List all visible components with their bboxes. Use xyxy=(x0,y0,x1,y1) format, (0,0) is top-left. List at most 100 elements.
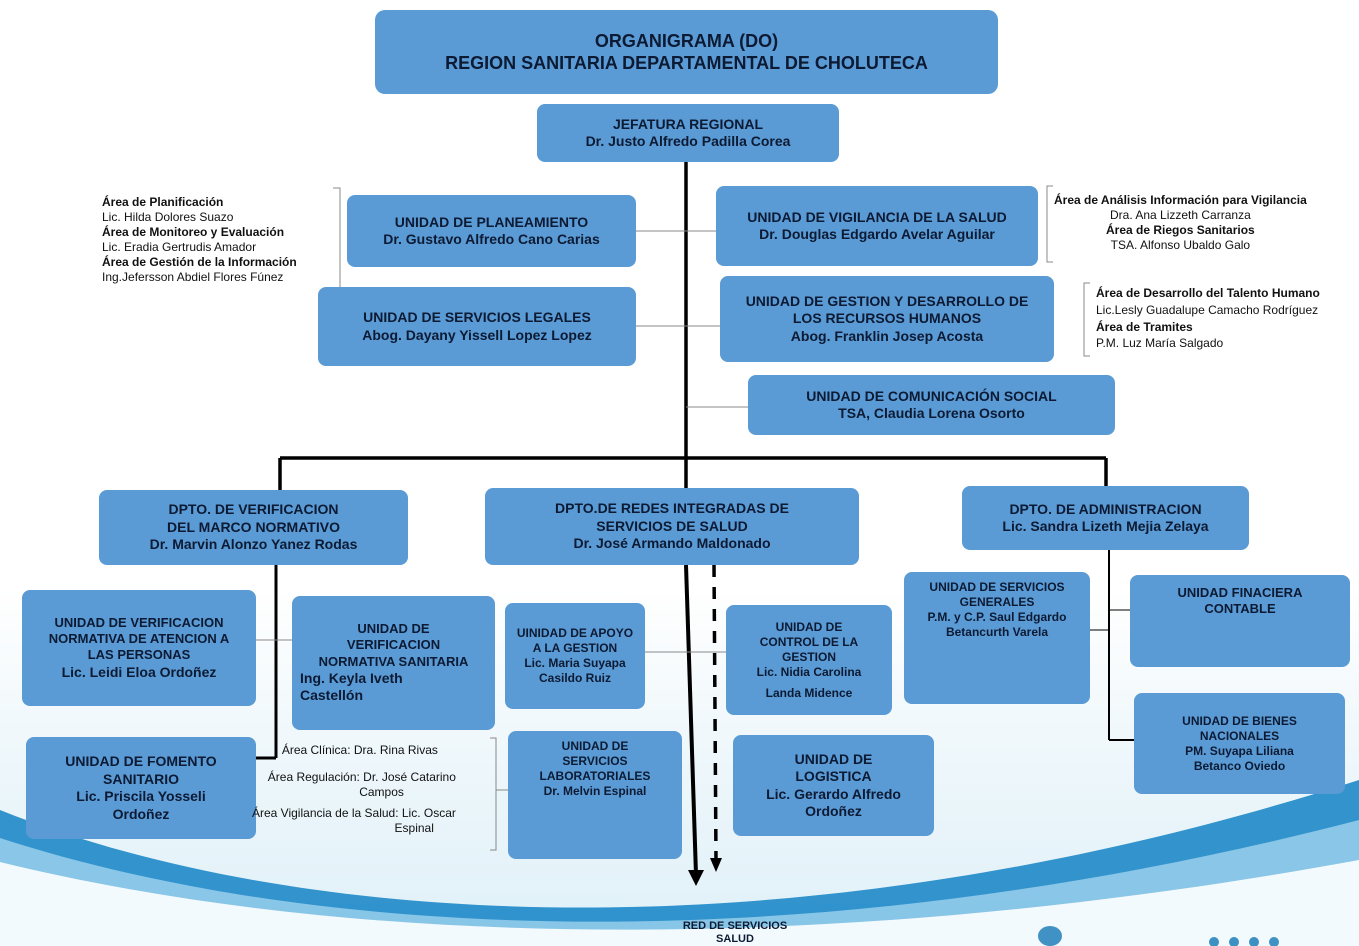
u-generales-head2: Betancurth Varela xyxy=(945,625,1049,639)
unidad-apoyo-gestion-box: UINIDAD DE APOYO A LA GESTION Lic. Maria… xyxy=(505,603,645,709)
u-lab-l2: SERVICIOS xyxy=(562,754,628,768)
u-apoyo-l1: UINIDAD DE APOYO xyxy=(516,626,634,640)
unidad-logistica-box: UNIDAD DE LOGISTICA Lic. Gerardo Alfredo… xyxy=(733,735,934,836)
area-person: Lic.Lesly Guadalupe Camacho Rodríguez xyxy=(1096,302,1319,317)
laboratorio-areas: Área Clínica: Dra. Rina Rivas Área Regul… xyxy=(252,743,456,836)
jefatura-name: JEFATURA REGIONAL xyxy=(612,115,764,132)
lab-area: Campos xyxy=(359,785,404,799)
dpto-verificacion-line1: DPTO. DE VERIFICACION xyxy=(168,501,339,518)
legales-name: UNIDAD DE SERVICIOS LEGALES xyxy=(363,309,591,325)
area-person: Lic. Hilda Dolores Suazo xyxy=(102,210,234,224)
u-control-l3: GESTION xyxy=(781,649,836,664)
unidad-servicios-generales-box: UNIDAD DE SERVICIOS GENERALES P.M. y C.P… xyxy=(904,572,1090,704)
dpto-verificacion-box: DPTO. DE VERIFICACION DEL MARCO NORMATIV… xyxy=(99,490,408,565)
area-label: Área de Tramites xyxy=(1096,319,1193,334)
unidad-servicios-legales-box: UNIDAD DE SERVICIOS LEGALES Abog. Dayany… xyxy=(318,287,636,366)
u-fomento-l1: UNIDAD DE FOMENTO xyxy=(65,753,217,769)
area-label: Área de Desarrollo del Talento Humano xyxy=(1096,286,1320,300)
u-generales-l1: UNIDAD DE SERVICIOS xyxy=(929,580,1065,594)
u-generales-head1: P.M. y C.P. Saul Edgardo xyxy=(927,610,1067,624)
area-label: Área de Gestión de la Información xyxy=(102,255,297,269)
area-label: Área de Riegos Sanitarios xyxy=(1106,223,1255,237)
unidad-recursos-humanos-box: UNIDAD DE GESTION Y DESARROLLO DE LOS RE… xyxy=(720,276,1054,362)
area-person: Dra. Ana Lizzeth Carranza xyxy=(1110,208,1251,222)
title-line1: ORGANIGRAMA (DO) xyxy=(594,30,779,51)
u-atencion-l1: UNIDAD DE VERIFICACION xyxy=(54,614,224,630)
unidad-bienes-nacionales-box: UNIDAD DE BIENES NACIONALES PM. Suyapa L… xyxy=(1134,693,1345,794)
unidad-financiera-box: UNIDAD FINACIERA CONTABLE xyxy=(1130,575,1350,667)
u-atencion-head: Lic. Leidi Eloa Ordoñez xyxy=(61,663,217,680)
u-atencion-l2: NORMATIVA DE ATENCION A xyxy=(48,631,230,647)
vigilancia-areas: Área de Análisis Información para Vigila… xyxy=(1054,193,1307,253)
lab-area: Área Vigilancia de la Salud: Lic. Oscar xyxy=(252,806,456,820)
u-fomento-head2: Ordoñez xyxy=(112,805,170,822)
u-logistica-l1: UNIDAD DE xyxy=(794,750,873,767)
jefatura-regional-box: JEFATURA REGIONAL Dr. Justo Alfredo Padi… xyxy=(537,104,839,162)
unidad-verificacion-atencion-box: UNIDAD DE VERIFICACION NORMATIVA DE ATEN… xyxy=(22,590,256,706)
comunicacion-name: UNIDAD DE COMUNICACIÓN SOCIAL xyxy=(806,387,1057,404)
dpto-verificacion-head: Dr. Marvin Alonzo Yanez Rodas xyxy=(149,536,358,553)
u-sanitaria-l1: UNIDAD DE xyxy=(357,621,430,637)
u-lab-l1: UNIDAD DE xyxy=(561,739,629,753)
u-financiera-l2: CONTABLE xyxy=(1204,601,1276,617)
u-apoyo-head2: Casildo Ruiz xyxy=(538,671,611,685)
area-person: P.M. Luz María Salgado xyxy=(1096,336,1224,351)
planeamiento-name: UNIDAD DE PLANEAMIENTO xyxy=(394,213,589,230)
u-logistica-l2: LOGISTICA xyxy=(795,768,872,784)
area-person: TSA. Alfonso Ubaldo Galo xyxy=(1110,238,1251,252)
lab-area: Espinal xyxy=(394,821,434,835)
unidad-fomento-sanitario-box: UNIDAD DE FOMENTO SANITARIO Lic. Priscil… xyxy=(26,737,256,839)
u-fomento-head1: Lic. Priscila Yosseli xyxy=(76,788,206,804)
u-control-l1: UNIDAD DE xyxy=(775,619,843,634)
dpto-admin-head: Lic. Sandra Lizeth Mejia Zelaya xyxy=(1002,518,1209,534)
unidad-control-gestion-box: UNIDAD DE CONTROL DE LA GESTION Lic. Nid… xyxy=(726,605,892,715)
jefatura-head: Dr. Justo Alfredo Padilla Corea xyxy=(585,133,791,149)
u-atencion-l3: LAS PERSONAS xyxy=(87,647,191,663)
u-control-l2: CONTROL DE LA xyxy=(759,634,859,649)
area-person: Lic. Eradia Gertrudis Amador xyxy=(102,240,257,254)
u-bienes-head1: PM. Suyapa Liliana xyxy=(1185,743,1294,758)
u-apoyo-head1: Lic. Maria Suyapa xyxy=(524,656,626,670)
rrhh-name-1: UNIDAD DE GESTION Y DESARROLLO DE xyxy=(745,292,1029,309)
area-label: Área de Monitoreo y Evaluación xyxy=(102,225,285,239)
u-control-head1: Lic. Nidia Carolina xyxy=(756,664,862,679)
title-box: ORGANIGRAMA (DO) REGION SANITARIA DEPART… xyxy=(375,10,998,94)
planeamiento-head: Dr. Gustavo Alfredo Cano Carias xyxy=(383,231,600,247)
u-fomento-l2: SANITARIO xyxy=(103,770,179,787)
dpto-redes-line2: SERVICIOS DE SALUD xyxy=(596,517,748,534)
unidad-planeamiento-box: UNIDAD DE PLANEAMIENTO Dr. Gustavo Alfre… xyxy=(347,195,636,267)
comunicacion-head: TSA, Claudia Lorena Osorto xyxy=(838,405,1025,421)
u-lab-l3: LABORATORIALES xyxy=(539,769,651,783)
footer-line2: SALUD xyxy=(716,933,754,946)
dpto-redes-head: Dr. José Armando Maldonado xyxy=(573,535,771,552)
u-control-head2: Landa Midence xyxy=(765,685,853,700)
dpto-verificacion-line2: DEL MARCO NORMATIVO xyxy=(167,518,340,535)
rrhh-head: Abog. Franklin Josep Acosta xyxy=(790,327,984,344)
area-label: Área de Planificación xyxy=(102,195,224,209)
lab-area: Área Regulación: Dr. José Catarino xyxy=(267,770,456,784)
unidad-verificacion-sanitaria-box: UNIDAD DE VERIFICACION NORMATIVA SANITAR… xyxy=(292,596,495,730)
planeamiento-areas: Área de Planificación Lic. Hilda Dolores… xyxy=(102,195,297,285)
vigilancia-head: Dr. Douglas Edgardo Avelar Aguilar xyxy=(759,226,995,242)
unidad-comunicacion-box: UNIDAD DE COMUNICACIÓN SOCIAL TSA, Claud… xyxy=(748,375,1115,435)
u-lab-head: Dr. Melvin Espinal xyxy=(543,784,647,798)
unidad-vigilancia-box: UNIDAD DE VIGILANCIA DE LA SALUD Dr. Dou… xyxy=(716,186,1038,266)
rrhh-areas: Área de Desarrollo del Talento Humano Li… xyxy=(1096,285,1320,352)
lab-area: Área Clínica: Dra. Rina Rivas xyxy=(281,743,438,757)
u-sanitaria-head1: Ing. Keyla Iveth xyxy=(300,669,403,686)
u-sanitaria-l2: VERIFICACION xyxy=(346,637,441,653)
u-logistica-head1: Lic. Gerardo Alfredo xyxy=(766,785,901,802)
u-bienes-l2: NACIONALES xyxy=(1199,728,1280,743)
u-bienes-head2: Betanco Oviedo xyxy=(1193,758,1286,773)
footer-line1: RED DE SERVICIOS xyxy=(682,920,788,932)
u-financiera-l1: UNIDAD FINACIERA xyxy=(1177,585,1303,600)
u-apoyo-l2: A LA GESTION xyxy=(532,641,618,655)
legales-head: Abog. Dayany Yissell Lopez Lopez xyxy=(362,326,592,343)
u-sanitaria-l3: NORMATIVA SANITARIA xyxy=(318,653,469,669)
dpto-admin-line1: DPTO. DE ADMINISTRACION xyxy=(1009,500,1202,517)
dpto-redes-line1: DPTO.DE REDES INTEGRADAS DE xyxy=(555,500,789,517)
u-sanitaria-head2: Castellón xyxy=(300,687,364,704)
